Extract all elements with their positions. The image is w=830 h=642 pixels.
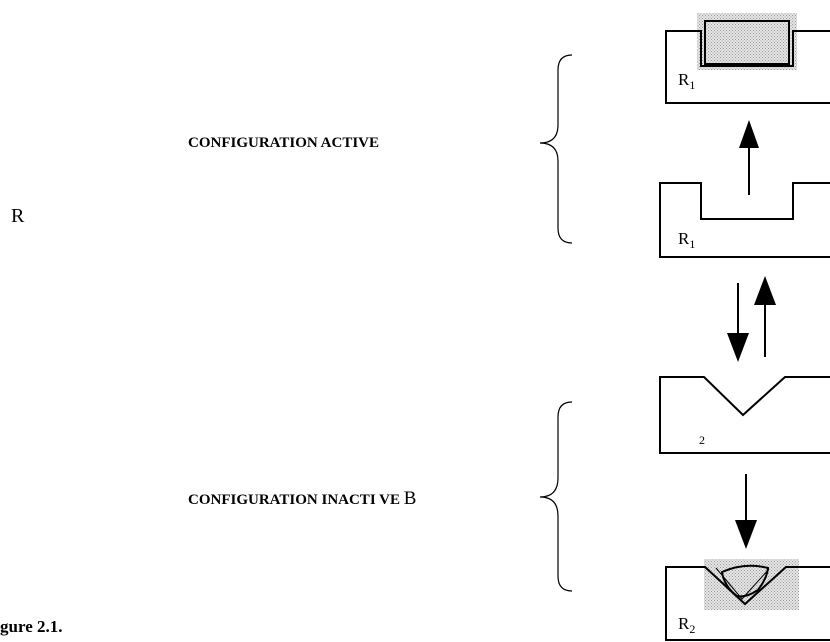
receptor-outline [665, 566, 830, 641]
state-label-sub: 2 [689, 622, 696, 636]
active-configuration-label: CONFIGURATION ACTIVE [188, 135, 379, 151]
rect-ligand [704, 20, 790, 65]
inactive-configuration-text: CONFIGURATION INACTI VE [188, 492, 400, 508]
irregular-ligand [720, 564, 770, 598]
state-label-r2-free: 2 [699, 433, 705, 448]
inactive-brace [539, 401, 573, 592]
state-label-r1-free: R1 [678, 229, 696, 251]
receptor-outline [659, 376, 830, 454]
state-label-main: R [678, 70, 690, 89]
equilibrium-arrows [727, 276, 776, 362]
arrow-activation [739, 120, 759, 195]
figure-caption: gure 2.1. [0, 617, 63, 636]
inactive-configuration-suffix: B [403, 488, 417, 509]
state-label-main: R [678, 614, 690, 633]
state-label-sub: 2 [699, 433, 705, 447]
receptor-outline [659, 182, 830, 258]
state-label-r2-bound: R2 [678, 614, 696, 636]
state-label-r1-bound: R1 [678, 70, 696, 92]
state-label-main: R [678, 229, 690, 248]
ligand-shadow [715, 567, 770, 600]
state-r1-bound [665, 13, 830, 104]
left-r-label: R [11, 205, 25, 227]
state-label-sub: 1 [689, 78, 696, 92]
receptor-outline [665, 30, 830, 104]
inactive-configuration-label: CONFIGURATION INACTI VE B [188, 488, 416, 510]
state-label-sub: 1 [689, 237, 696, 251]
state-r2-free [659, 376, 830, 454]
active-brace [539, 54, 573, 244]
arrow-inactivation [735, 474, 757, 549]
ligand-halo [704, 559, 799, 610]
state-r1-free [659, 182, 830, 258]
state-r2-bound [665, 559, 830, 641]
ligand-halo [697, 13, 797, 70]
